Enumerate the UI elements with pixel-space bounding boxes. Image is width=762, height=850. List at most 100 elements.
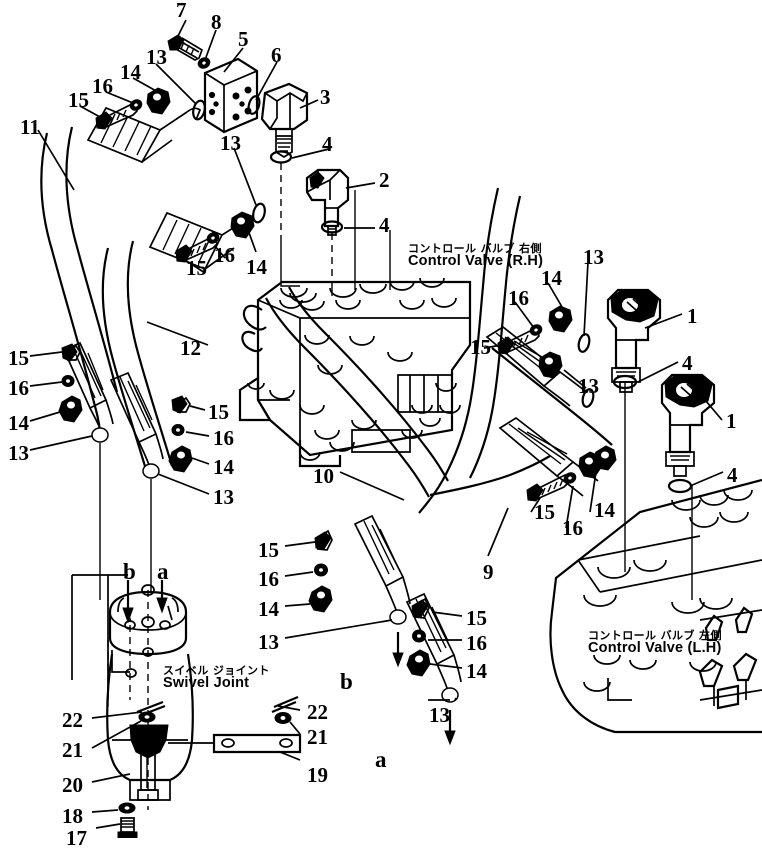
hose-10 (265, 286, 449, 625)
swivel-joint-label-en: Swivel Joint (163, 674, 250, 691)
swivel-joint-label: スイベル ジョイント Swivel Joint (163, 665, 270, 691)
control-valve-lh-label-jp: コントロール バルブ 左側 (588, 629, 722, 642)
callout-number: 14 (8, 411, 29, 435)
valve-lh-connector-lines (624, 382, 693, 600)
callout-number: 15 (208, 400, 229, 424)
callout-number: 15 (466, 606, 487, 630)
control-valve-rh-body (238, 277, 472, 468)
callout-number: 16 (562, 516, 583, 540)
callout-number: 14 (246, 255, 267, 279)
callout-number: 16 (466, 631, 487, 655)
callout-number: 5 (238, 27, 249, 51)
callout-number: 2 (379, 168, 390, 192)
hose-right-lower (429, 416, 599, 497)
callout-number: 17 (66, 826, 87, 850)
callout-number: 7 (176, 0, 187, 22)
callout-number: 13 (8, 441, 29, 465)
part-3-fitting (260, 82, 309, 159)
swivel-joint-label-jp: スイベル ジョイント (163, 664, 270, 677)
callout-number: 16 (214, 243, 235, 267)
control-valve-rh-label-jp: コントロール バルブ 右側 (408, 242, 542, 255)
part-6-oring (247, 95, 261, 115)
callout-number: 14 (541, 266, 562, 290)
callout-number: 4 (379, 213, 390, 237)
part-13-orings-upper (192, 99, 266, 224)
callout-number: 14 (466, 659, 487, 683)
callout-number: 16 (92, 74, 113, 98)
callout-number: 1 (687, 304, 698, 328)
part-5-block (203, 57, 259, 134)
callout-number: 15 (8, 346, 29, 370)
callout-number: 22 (307, 700, 328, 724)
callout-number: 13 (429, 703, 450, 727)
part-1-elbow-lower (660, 373, 716, 494)
control-valve-rh-label: コントロール バルブ 右側 Control Valve (R.H) (408, 243, 543, 269)
callout-number: 18 (62, 804, 83, 828)
callout-number: 3 (320, 85, 331, 109)
callout-number: 22 (62, 708, 83, 732)
callout-number: 4 (322, 132, 333, 156)
control-valve-rh-label-en: Control Valve (R.H) (408, 252, 544, 269)
callout-number: 13 (146, 45, 167, 69)
callout-number: 14 (213, 455, 234, 479)
callout-number: 10 (313, 464, 334, 488)
control-valve-lh-label-en: Control Valve (L.H) (588, 639, 722, 656)
fastener-group-bottom-center (308, 529, 333, 613)
fastener-group-bottom-right (406, 597, 431, 677)
callout-number: 13 (213, 485, 234, 509)
callout-number: 1 (726, 409, 737, 433)
part-8-washer (197, 57, 211, 69)
callout-leaders (29, 19, 724, 829)
callout-number: 15 (186, 256, 207, 280)
callout-number: 16 (258, 567, 279, 591)
callout-number: 9 (483, 560, 494, 584)
fastener-group-left-lower-2 (168, 395, 193, 473)
port-letter-marker: a (157, 559, 169, 584)
callout-number: 4 (727, 463, 738, 487)
fastener-group-right-upper (497, 305, 573, 379)
callout-number: 14 (594, 498, 615, 522)
hose-end-arrows (392, 632, 456, 746)
callout-number: 16 (8, 376, 29, 400)
callout-number: 13 (220, 131, 241, 155)
callout-number: 13 (258, 630, 279, 654)
callout-number: 15 (258, 538, 279, 562)
fastener-group-top-left (95, 87, 171, 130)
part-4-oring-a (269, 150, 293, 240)
callout-number: 15 (68, 88, 89, 112)
callout-number: 12 (180, 336, 201, 360)
callout-number: 11 (20, 115, 40, 139)
callout-number: 16 (213, 426, 234, 450)
callout-number: 21 (62, 738, 83, 762)
port-letter-marker: b (340, 669, 353, 694)
fastener-group-left-lower (58, 343, 83, 423)
callout-number: 21 (307, 725, 328, 749)
callout-number: 15 (534, 500, 555, 524)
callout-number: 15 (470, 335, 491, 359)
part-7-bolt (167, 34, 204, 61)
callout-number: 20 (62, 773, 83, 797)
callout-number: 13 (578, 374, 599, 398)
callout-number: 14 (120, 60, 141, 84)
callout-number: 6 (271, 43, 282, 67)
callout-number: 8 (211, 10, 222, 34)
callout-number: 19 (307, 763, 328, 787)
part-4-oring-b (320, 220, 344, 282)
part-1-elbow-upper (606, 288, 662, 393)
control-valve-lh-body (549, 478, 762, 734)
swivel-joint-assembly (106, 584, 302, 838)
callout-number: 4 (682, 351, 693, 375)
callout-number: 14 (258, 597, 279, 621)
fastener-group-right-lower (526, 445, 617, 502)
port-letter-marker: b (123, 559, 136, 584)
swivel-flow-arrows (122, 580, 168, 624)
port-letter-marker: a (375, 747, 387, 772)
part-13-orings-right (577, 333, 595, 408)
control-valve-lh-label: コントロール バルブ 左側 Control Valve (L.H) (588, 630, 722, 656)
valve-rh-connector-lines (280, 190, 391, 296)
guide-lines (71, 443, 152, 700)
callout-number: 13 (583, 245, 604, 269)
callout-number: 16 (508, 286, 529, 310)
